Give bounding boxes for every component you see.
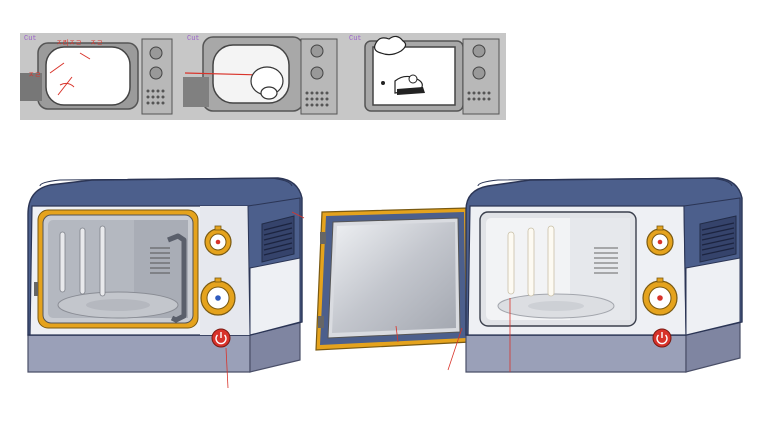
storyboard-panel-3: Cut [345, 33, 506, 120]
callout-line [225, 347, 229, 389]
dial-knob-icon[interactable] [646, 225, 674, 256]
cut-label: Cut [349, 35, 362, 43]
dial-knob-icon[interactable] [200, 277, 236, 316]
vent-grille-icon [261, 215, 295, 263]
power-icon[interactable] [652, 328, 672, 348]
sketch-note: ㅈㄹ [28, 72, 41, 79]
storyboard-panel-2: Cut [183, 33, 345, 120]
callout-line [291, 211, 305, 219]
cut-label: Cut [24, 35, 37, 43]
door-handle-icon [167, 233, 187, 323]
power-icon[interactable] [211, 328, 231, 348]
microwave-open [465, 177, 743, 373]
sketch-note: ㅈㄹ [90, 40, 103, 47]
cut-label: Cut [187, 35, 200, 43]
dial-knob-icon[interactable] [642, 277, 678, 316]
microwave-closed [27, 177, 303, 373]
microwave-door-detached [315, 207, 471, 371]
vent-grille-icon [699, 215, 737, 263]
sketch-note: ㅈ리ㅈㄹ [56, 38, 82, 47]
dial-knob-icon[interactable] [204, 225, 232, 256]
storyboard-panel-1: Cut ㅈ리ㅈㄹ ㅈㄹ ㅈㄹ [20, 33, 183, 120]
